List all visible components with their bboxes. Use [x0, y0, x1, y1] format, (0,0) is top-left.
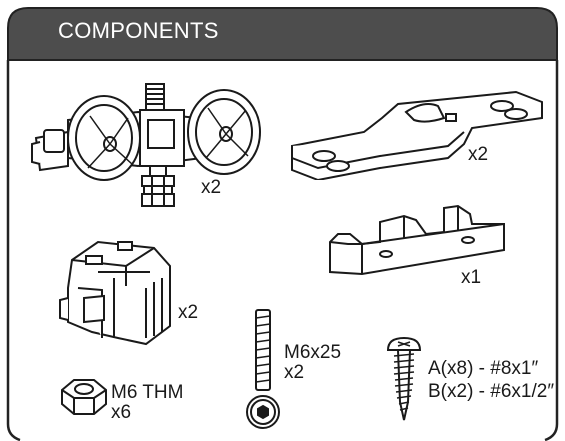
trolley-qty: x2 — [201, 177, 222, 198]
screw-b-label: B(x2) - #6x1/2″ — [428, 381, 555, 402]
mounting-bracket-icon — [286, 88, 546, 180]
page-title: COMPONENTS — [58, 18, 219, 43]
wood-screw-icon — [384, 332, 424, 424]
screw-a-label: A(x8) - #8x1″ — [428, 358, 539, 379]
clip-qty: x2 — [178, 302, 199, 323]
guide-qty: x1 — [461, 267, 482, 288]
header-bar — [7, 7, 558, 61]
nut-qty: x6 — [111, 402, 132, 423]
panel-border — [6, 60, 559, 441]
trolley-wheel-assembly-icon — [28, 80, 268, 210]
bracket-qty: x2 — [468, 144, 489, 165]
nut-label: M6 THM — [111, 382, 184, 403]
bolt-qty: x2 — [284, 362, 305, 383]
floor-guide-icon — [322, 198, 510, 278]
hex-bolt-icon — [240, 306, 284, 430]
hex-nut-icon — [56, 374, 110, 420]
stop-clip-icon — [58, 238, 178, 348]
bolt-label: M6x25 — [284, 342, 342, 363]
